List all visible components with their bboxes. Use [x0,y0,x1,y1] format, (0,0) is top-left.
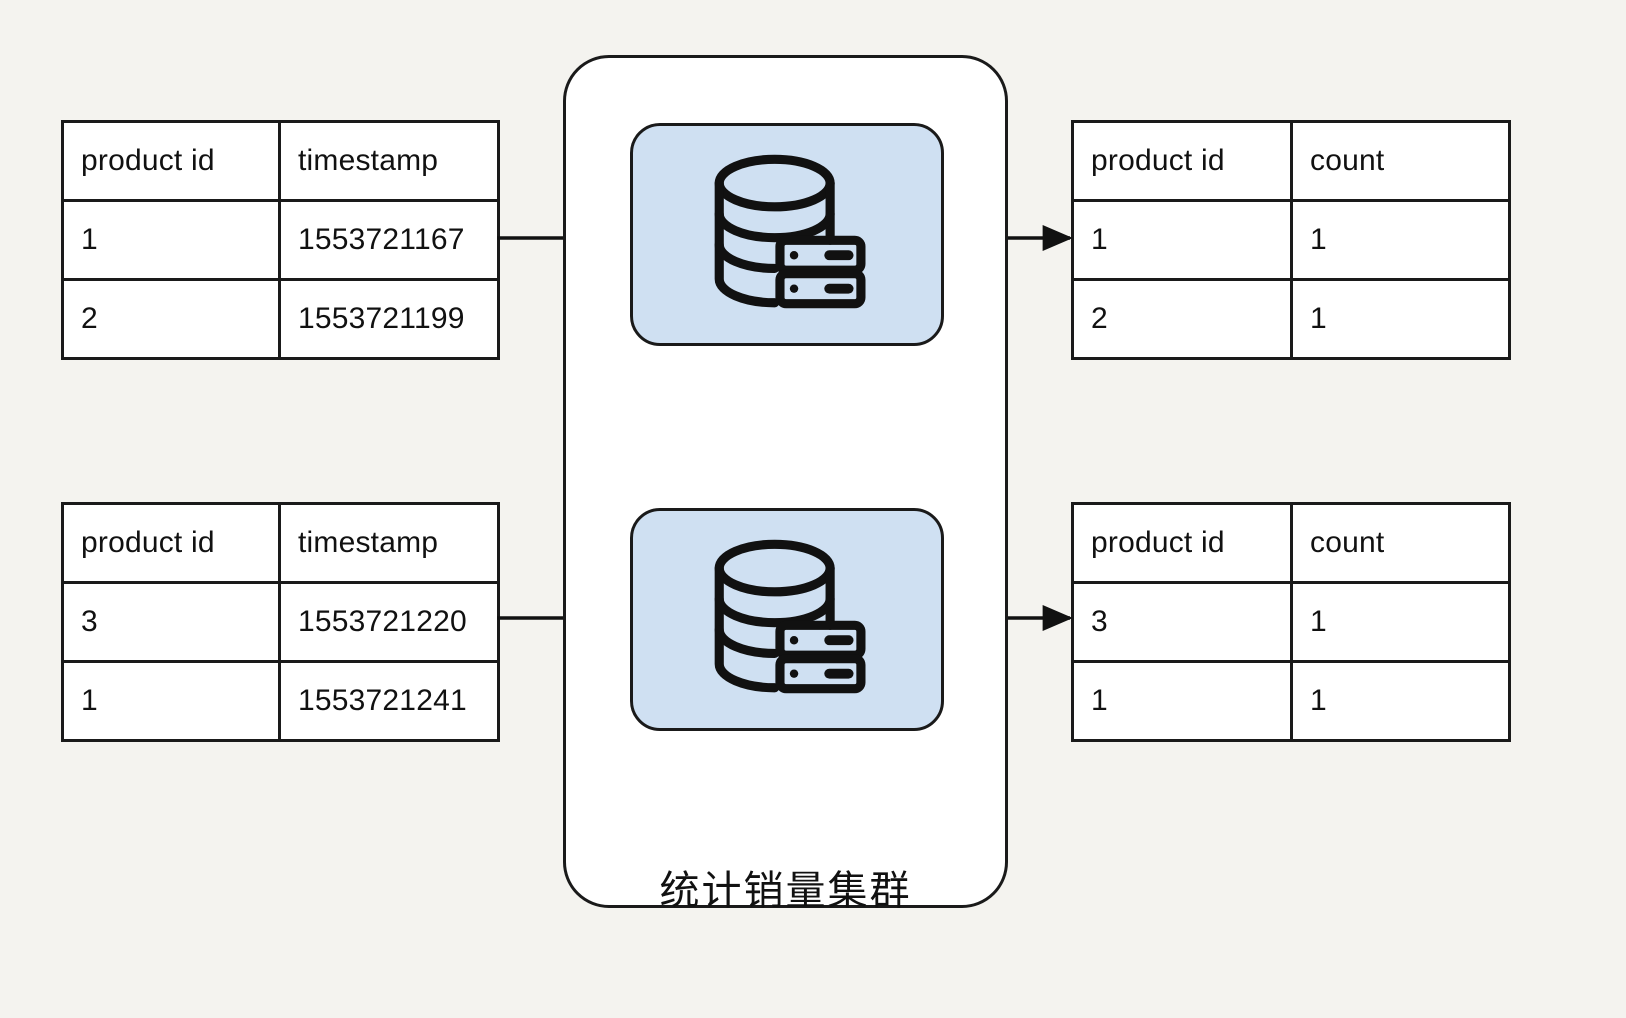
input-table-top: product id timestamp 1 1553721167 2 1553… [61,120,500,360]
cell-timestamp: 1553721220 [278,581,500,663]
cell-product-id: 2 [1071,278,1293,360]
cell-product-id: 2 [61,278,281,360]
table-row: 1 1 [1071,660,1511,742]
column-header-product-id: product id [1071,120,1293,202]
cell-timestamp: 1553721167 [278,199,500,281]
cell-product-id: 1 [1071,199,1293,281]
database-server-icon [714,154,866,308]
cluster-node-bottom[interactable] [630,508,944,731]
table-row: 1 1553721167 [61,199,500,281]
cluster-container: 统计销量集群 [563,55,1008,914]
table-header-row: product id timestamp [61,502,500,584]
table-header-row: product id count [1071,120,1511,202]
table-row: 1 1 [1071,199,1511,281]
column-header-timestamp: timestamp [278,120,500,202]
output-table-bottom: product id count 3 1 1 1 [1071,502,1511,742]
arrow-node-bottom-to-output-bottom [1008,605,1073,631]
column-header-count: count [1290,120,1511,202]
cell-product-id: 1 [61,199,281,281]
cell-product-id: 1 [1071,660,1293,742]
cluster-label: 统计销量集群 [659,868,912,914]
column-header-product-id: product id [61,502,281,584]
cell-count: 1 [1290,278,1511,360]
cell-count: 1 [1290,581,1511,663]
table-header-row: product id count [1071,502,1511,584]
cell-count: 1 [1290,199,1511,281]
column-header-count: count [1290,502,1511,584]
database-server-icon [714,539,866,693]
cell-product-id: 3 [61,581,281,663]
table-row: 3 1553721220 [61,581,500,663]
table-row: 2 1 [1071,278,1511,360]
cell-product-id: 1 [61,660,281,742]
table-row: 1 1553721241 [61,660,500,742]
table-row: 2 1553721199 [61,278,500,360]
cell-count: 1 [1290,660,1511,742]
column-header-timestamp: timestamp [278,502,500,584]
table-header-row: product id timestamp [61,120,500,202]
column-header-product-id: product id [61,120,281,202]
arrow-node-top-to-output-top [1008,225,1073,251]
cell-timestamp: 1553721241 [278,660,500,742]
output-table-top: product id count 1 1 2 1 [1071,120,1511,360]
cluster-node-top[interactable] [630,123,944,346]
input-table-bottom: product id timestamp 3 1553721220 1 1553… [61,502,500,742]
cell-product-id: 3 [1071,581,1293,663]
table-row: 3 1 [1071,581,1511,663]
cell-timestamp: 1553721199 [278,278,500,360]
column-header-product-id: product id [1071,502,1293,584]
